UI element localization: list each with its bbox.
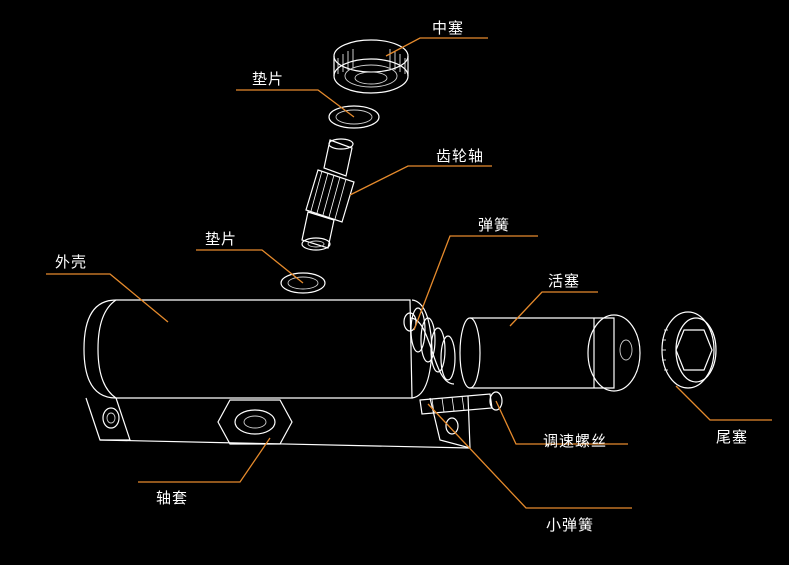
label-gear-shaft: 齿轮轴 — [436, 147, 485, 165]
label-small-spring: 小弹簧 — [546, 516, 595, 534]
middle-plug-part — [333, 39, 409, 94]
label-housing: 外壳 — [55, 253, 88, 271]
label-tail-plug: 尾塞 — [716, 428, 749, 446]
lower-gasket-part — [280, 272, 326, 294]
label-bushing: 轴套 — [156, 489, 189, 507]
label-speed-screw: 调速螺丝 — [543, 432, 608, 450]
housing-part — [83, 299, 471, 449]
label-piston: 活塞 — [548, 272, 581, 290]
label-gasket-top: 垫片 — [252, 70, 285, 88]
gear-shaft-part — [301, 138, 355, 251]
label-spring: 弹簧 — [478, 216, 511, 234]
tail-plug-part — [661, 311, 717, 389]
leader-lines — [46, 37, 772, 509]
piston-part — [459, 314, 641, 392]
label-gasket-bottom: 垫片 — [205, 230, 238, 248]
upper-gasket-part — [328, 105, 380, 129]
spring-part — [403, 307, 456, 385]
label-middle-plug: 中塞 — [432, 19, 465, 37]
speed-screw-part — [419, 391, 503, 415]
